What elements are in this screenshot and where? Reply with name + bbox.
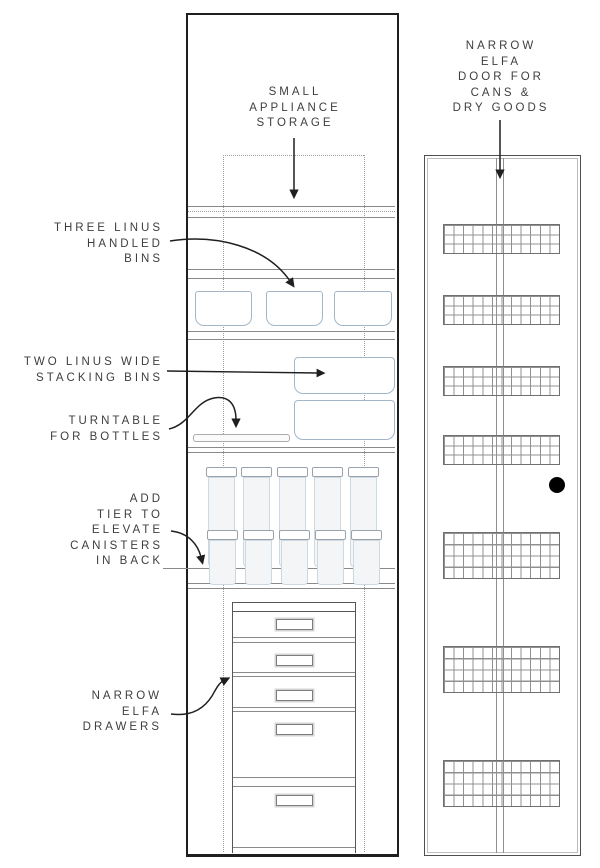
label-small-appliance-storage: SMALL APPLIANCE STORAGE [249,86,341,129]
wire-basket [443,295,560,325]
shelf-line [188,278,395,279]
turntable [193,434,290,442]
label-turntable-for-bottles: TURNTABLE FOR BOTTLES [50,415,163,443]
canister-front-body [353,540,380,585]
label-two-linus-wide-stacking-bins: TWO LINUS WIDE STACKING BINS [23,356,163,384]
canister-front-body [317,540,344,585]
label-add-tier-canisters: ADD TIER TO ELEVATE CANISTERS IN BACK [70,493,163,567]
canister-back-lid [241,467,272,477]
handled-bin [334,291,392,326]
wire-basket [443,760,560,807]
canister-front-body [209,540,236,585]
tier-shelf-line [163,568,395,569]
door-center-rail-left [496,158,497,853]
label-narrow-elfa-door: NARROW ELFA DOOR FOR CANS & DRY GOODS [452,40,550,114]
label-narrow-elfa-drawers: NARROW ELFA DRAWERS [82,690,162,733]
elfa-door-inner-panel [427,158,578,853]
door-knob [549,477,565,493]
stacking-bin [294,357,395,394]
handled-bin [195,291,252,326]
shelf-line [188,588,395,589]
canister-front-lid [315,530,346,540]
drawer-handle [276,690,313,701]
shelf-line [188,452,395,453]
canister-back-lid [312,467,343,477]
canister-back-lid [277,467,308,477]
drawer-divider [233,707,355,712]
canister-front-lid [243,530,274,540]
canister-front-lid [279,530,310,540]
shelf-line [188,339,395,340]
canister-front-lid [351,530,382,540]
canister-front-body [245,540,272,585]
drawer-unit [232,602,356,853]
wire-basket [443,435,560,465]
canister-back-lid [206,467,237,477]
shelf-dotted-line [188,211,395,212]
appliance-zone-dotted-top [223,155,364,156]
drawer-divider [233,637,355,643]
drawer-bottom-line [233,847,355,848]
canister-front-body [281,540,308,585]
drawer-handle [276,619,313,630]
shelf-line [188,447,395,448]
stacking-bin [294,400,395,440]
drawer-top-rail [233,611,355,612]
wire-basket [443,646,560,693]
wire-basket [443,224,560,254]
wire-basket [443,366,560,396]
drawer-handle [276,795,313,806]
canister-front-lid [207,530,238,540]
shelf-line [188,206,395,207]
drawer-divider [233,777,355,787]
elfa-door-outline [424,155,581,856]
shelf-line [188,331,395,332]
drawer-divider [233,672,355,677]
drawer-handle [276,724,313,735]
door-center-rail-right [503,158,504,853]
shelf-line [188,217,395,218]
shelf-line [188,269,395,270]
handled-bin [266,291,323,326]
label-three-linus-handled-bins: THREE LINUS HANDLED BINS [53,222,163,265]
wire-basket [443,532,560,579]
drawer-handle [276,655,313,666]
canister-back-lid [348,467,379,477]
